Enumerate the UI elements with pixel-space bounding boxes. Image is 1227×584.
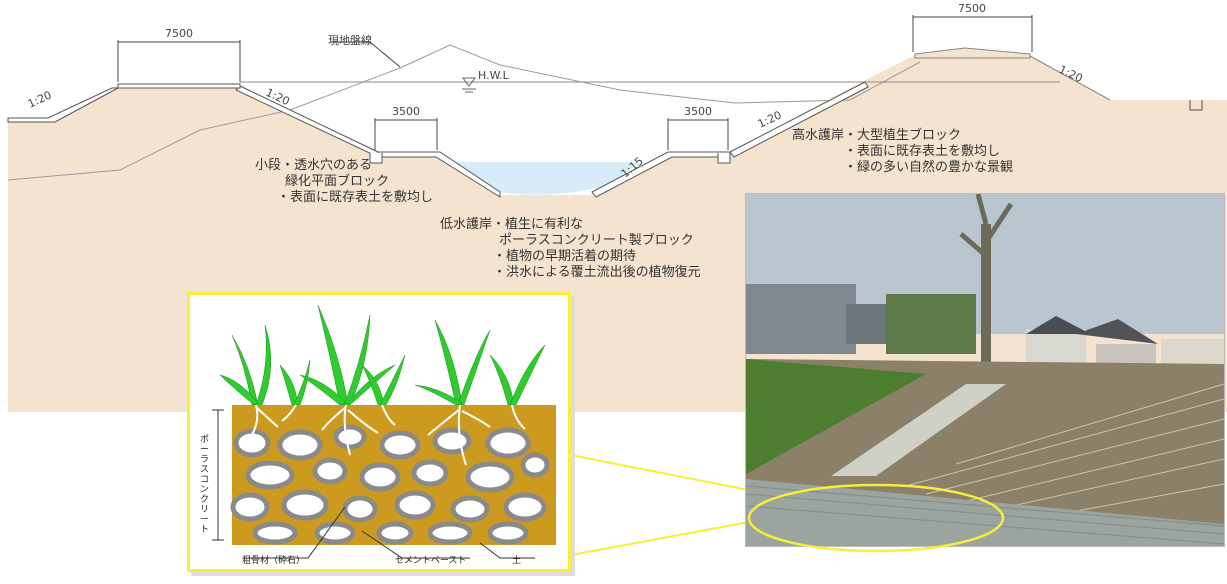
dim-berm-right: 3500 <box>684 105 712 118</box>
callout-soil: 土 <box>512 556 522 566</box>
porous-concrete-detail: ポーラスコンクリート 粗骨材（砕石） セメントペースト 土 <box>187 292 571 572</box>
callout-line-lower <box>570 519 761 556</box>
note-berm: 小段・透水穴のある 緑化平面ブロック ・表面に既存表土を敷均し <box>255 158 433 206</box>
hwl-marker-icon <box>462 77 476 87</box>
revetment-right-inner <box>729 81 869 158</box>
note-high-line-3: ・緑の多い自然の豊かな景観 <box>844 160 1014 175</box>
callout-aggregate: 粗骨材（砕石） <box>242 556 306 566</box>
drain-right <box>1189 100 1203 111</box>
dim-crest-right: 7500 <box>958 2 986 15</box>
note-low-line-3: ・植物の早期活着の期待 <box>493 249 637 264</box>
slope-outer-left: 1:20 <box>26 88 54 110</box>
drain-mid <box>717 153 731 164</box>
embankment-photo <box>745 193 1225 547</box>
note-low-line-1: 低水護岸・植生に有利な <box>440 217 584 232</box>
note-low-water: 低水護岸・植生に有利な ポーラスコンクリート製ブロック ・植物の早期活着の期待 … <box>440 217 701 281</box>
note-low-line-2: ポーラスコンクリート製ブロック <box>499 233 694 248</box>
callout-line-upper <box>570 454 749 491</box>
ground-line-label: 現地盤線 <box>328 33 372 47</box>
hwl-label: H.W.L <box>478 69 510 82</box>
note-berm-line-2: 緑化平面ブロック <box>285 174 390 189</box>
dim-crest-left: 7500 <box>165 27 193 40</box>
grass-plants <box>219 304 546 406</box>
highlight-ellipse <box>747 483 1005 553</box>
note-berm-line-3: ・表面に既存表土を敷均し <box>277 190 434 205</box>
dim-berm-left: 3500 <box>392 105 420 118</box>
note-high-water: 高水護岸・大型植生ブロック ・表面に既存表土を敷均し ・緑の多い自然の豊かな景観 <box>792 128 1013 176</box>
plant-roots <box>251 404 526 466</box>
callout-paste: セメントペースト <box>395 556 467 566</box>
aggregate-stones <box>230 424 550 545</box>
existing-ground-line <box>7 44 921 181</box>
note-berm-line-1: 小段・透水穴のある <box>255 158 373 173</box>
note-low-line-4: ・洪水による覆土流出後の植物復元 <box>493 265 701 280</box>
note-high-line-1: 高水護岸・大型植生ブロック <box>792 128 962 143</box>
porous-concrete-label: ポーラスコンクリート <box>200 435 210 535</box>
note-high-line-2: ・表面に既存表土を敷均し <box>844 144 1001 159</box>
drain-left <box>369 153 383 164</box>
